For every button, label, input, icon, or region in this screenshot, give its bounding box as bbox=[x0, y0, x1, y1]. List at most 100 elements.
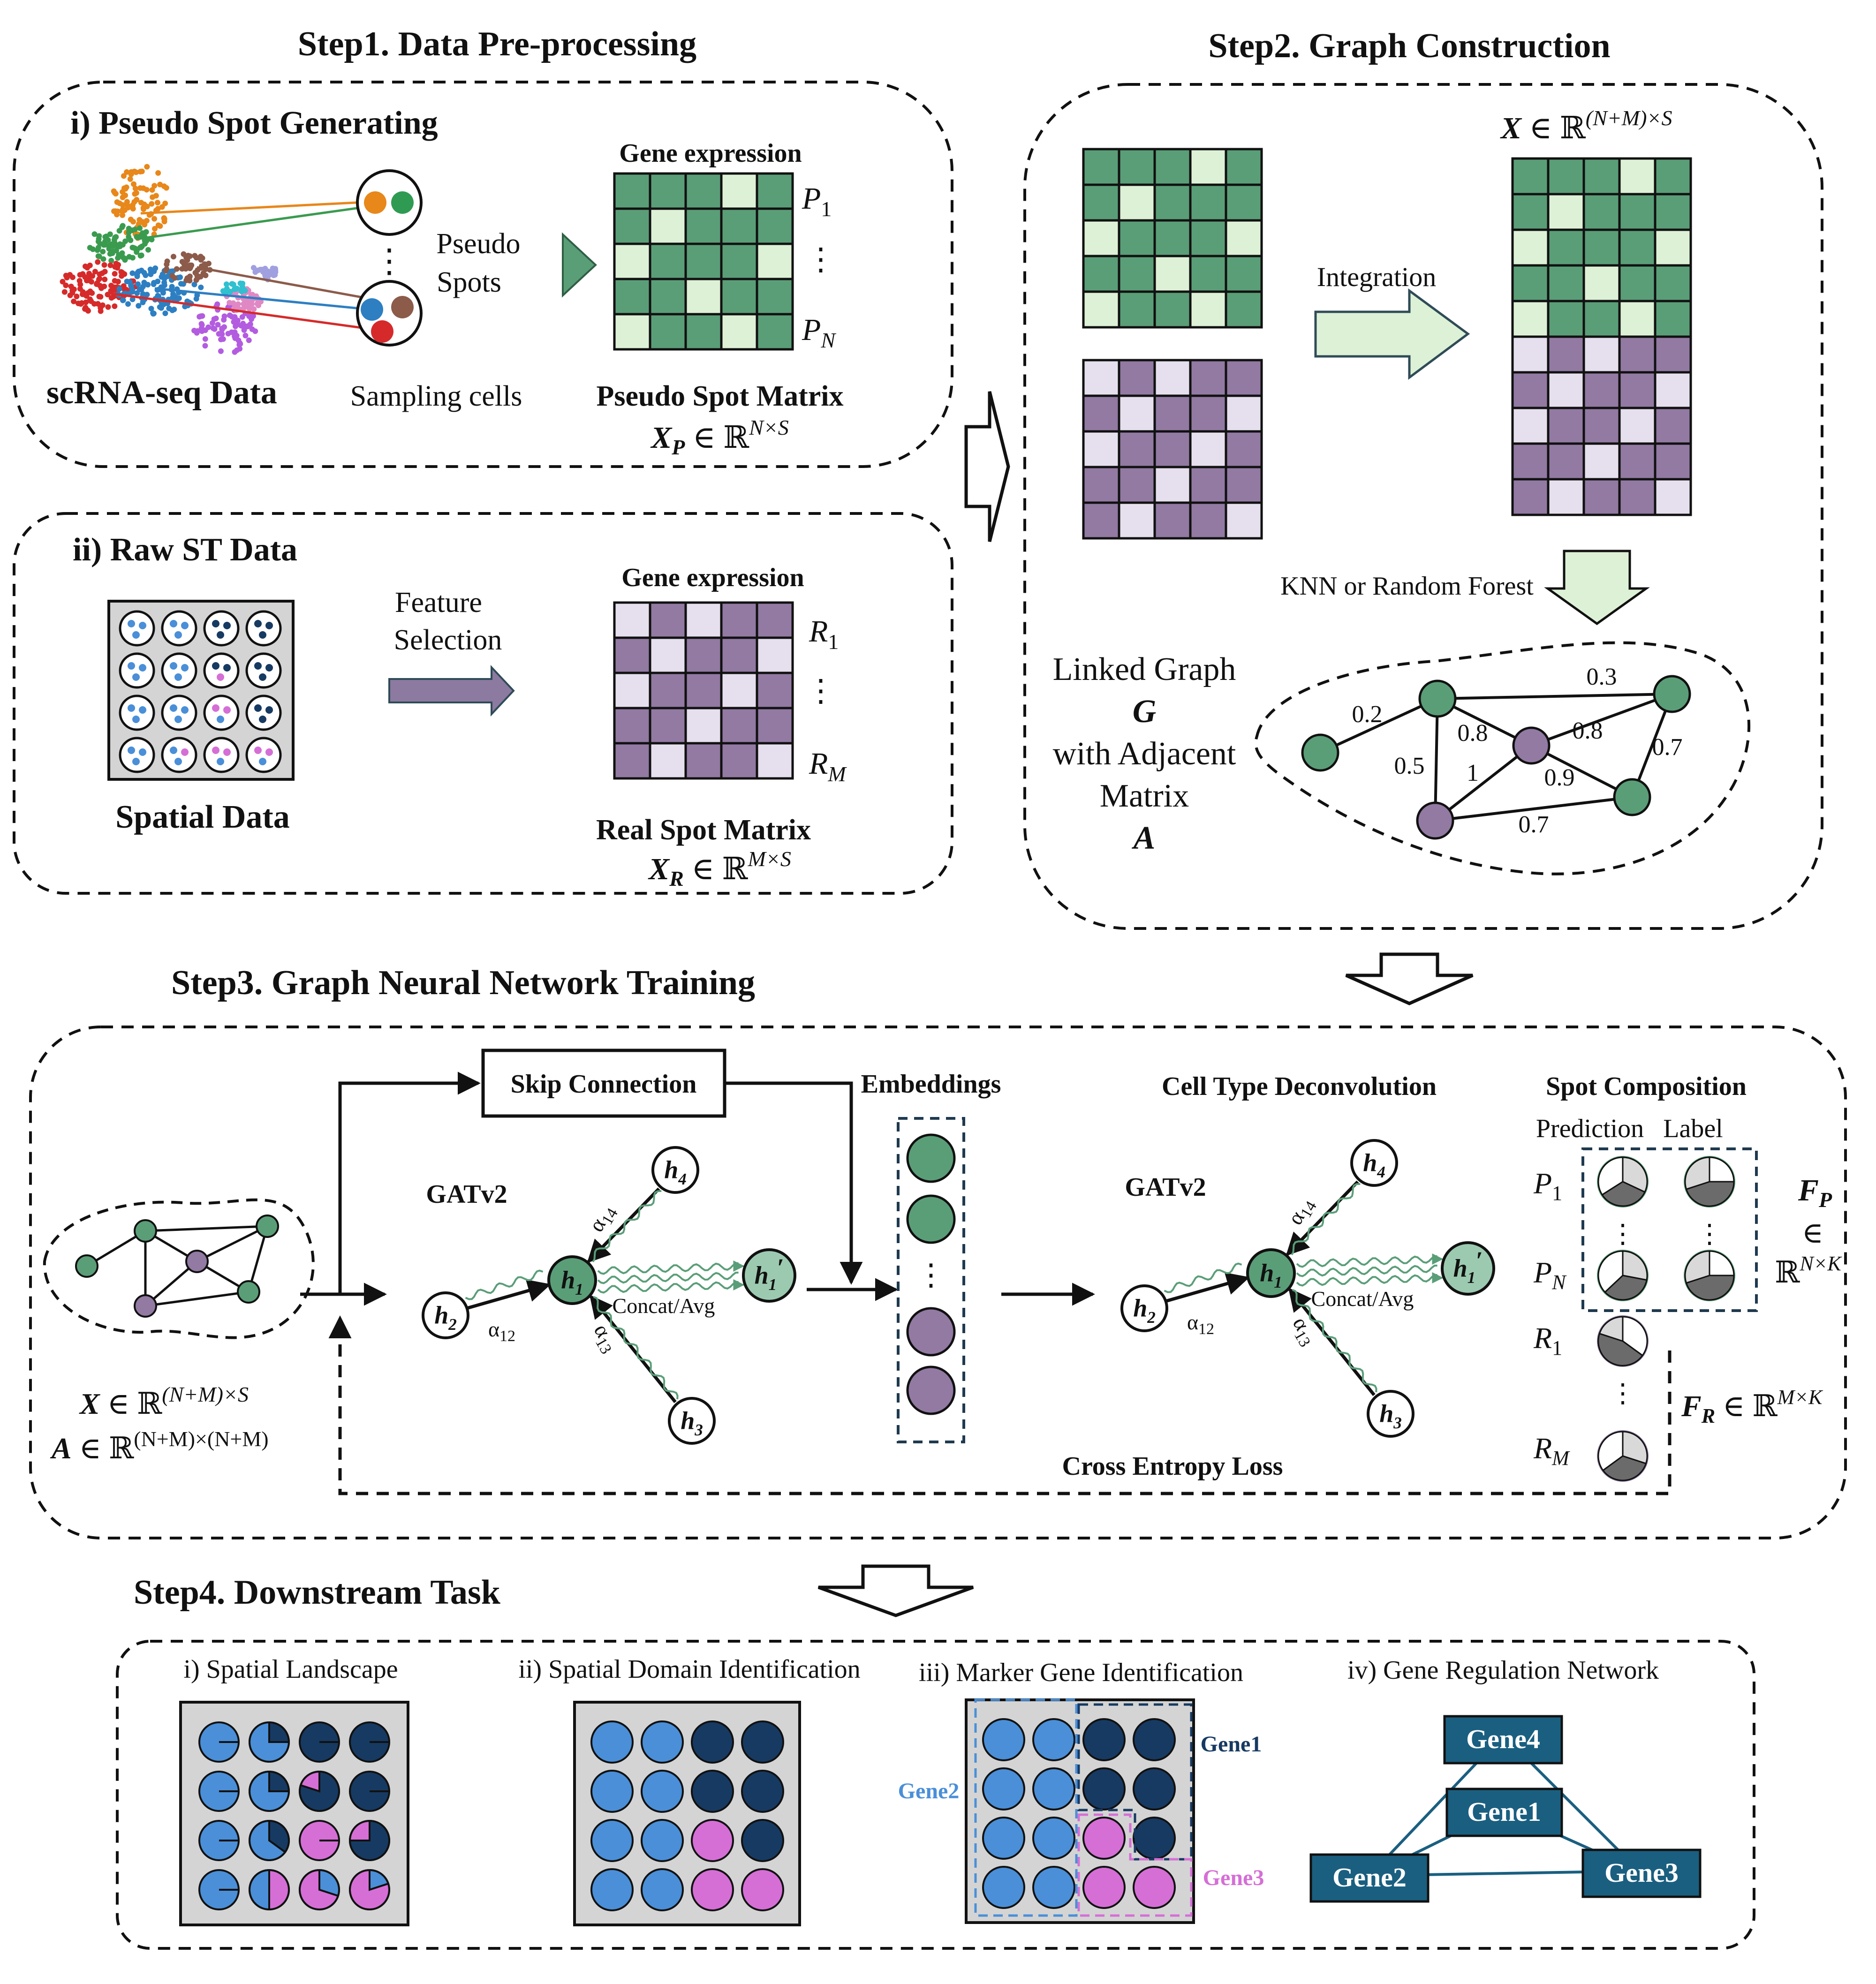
matrix-cell bbox=[1654, 157, 1692, 196]
cell-point bbox=[127, 279, 133, 285]
integration-arrow-icon bbox=[1314, 288, 1470, 380]
pie-slice bbox=[1622, 1250, 1648, 1281]
concat-label: Concat/Avg bbox=[613, 1294, 715, 1318]
prediction-label: Prediction bbox=[1536, 1114, 1644, 1143]
cell-point bbox=[76, 278, 83, 284]
matrix-cell bbox=[1618, 478, 1657, 516]
cell-point bbox=[97, 276, 103, 282]
domain-spot bbox=[982, 1817, 1025, 1860]
matrix-cell bbox=[1618, 300, 1657, 338]
landscape-spot bbox=[249, 1771, 290, 1812]
node-label: h4 bbox=[1363, 1148, 1385, 1181]
cell-point bbox=[140, 185, 146, 191]
matrix-cell bbox=[1153, 466, 1192, 504]
matrix-cell bbox=[1618, 442, 1657, 481]
matrix-cell bbox=[613, 671, 651, 709]
node-h4 bbox=[1350, 1139, 1398, 1187]
cell-point bbox=[164, 261, 170, 267]
domain-spot bbox=[1133, 1866, 1176, 1909]
matrix-cell bbox=[720, 278, 758, 316]
matrix-cell bbox=[1511, 442, 1550, 481]
spot-cell bbox=[259, 758, 266, 765]
linked-graph bbox=[1301, 675, 1691, 840]
matrix-cell bbox=[1153, 290, 1192, 329]
gatv2-label: GATv2 bbox=[1125, 1173, 1206, 1202]
cell-point bbox=[231, 319, 237, 325]
matrix-cell bbox=[1511, 264, 1550, 302]
cell-point bbox=[159, 272, 166, 278]
pie-slice bbox=[1601, 1181, 1646, 1207]
cell-point bbox=[148, 306, 154, 312]
landscape-spot bbox=[249, 1869, 290, 1910]
spot-cell bbox=[259, 631, 266, 639]
landscape-spot bbox=[249, 1820, 290, 1861]
matrix-cell bbox=[684, 278, 723, 316]
cell-point bbox=[121, 173, 127, 179]
cell-point bbox=[185, 277, 191, 283]
cell-point bbox=[202, 261, 208, 267]
fp-space: ℝN×K bbox=[1775, 1252, 1842, 1289]
matrix-cell bbox=[613, 707, 651, 745]
pie-slice bbox=[1598, 1316, 1624, 1343]
attention-wave bbox=[1292, 1289, 1377, 1393]
cell-point bbox=[109, 287, 115, 294]
cell-point bbox=[143, 229, 149, 235]
matrix-cell bbox=[756, 601, 794, 639]
spatial-spot bbox=[245, 694, 282, 731]
feature-selection-arrow-icon bbox=[388, 664, 515, 717]
cell-point bbox=[141, 270, 147, 276]
spatial-spot bbox=[203, 610, 240, 647]
cell-point bbox=[63, 282, 69, 288]
spot-cell bbox=[181, 748, 189, 756]
pseudo-panel bbox=[13, 81, 953, 468]
matrix-cell bbox=[756, 242, 794, 280]
embedding-node bbox=[906, 1133, 956, 1183]
matrix-cell bbox=[720, 601, 758, 639]
loss-feedback-line bbox=[328, 1315, 1672, 1495]
cell-point bbox=[187, 265, 193, 272]
spot-cell bbox=[217, 758, 224, 765]
fp-in: ∈ bbox=[1802, 1217, 1823, 1249]
matrix-cell bbox=[756, 313, 794, 351]
cell-point bbox=[260, 269, 266, 275]
pseudo-spot-1-green bbox=[391, 191, 414, 214]
cell-point bbox=[203, 272, 209, 279]
cell-point bbox=[129, 255, 136, 261]
matrix-cell bbox=[1582, 228, 1621, 267]
spot-cell bbox=[128, 747, 135, 754]
gatv2-label: GATv2 bbox=[426, 1180, 507, 1209]
cell-point bbox=[109, 241, 115, 247]
spot-cell bbox=[170, 620, 177, 627]
cell-point bbox=[83, 299, 89, 305]
cell-point bbox=[131, 181, 137, 187]
matrix-cell bbox=[1547, 442, 1585, 481]
attention-wave bbox=[597, 1262, 739, 1275]
domain-spot bbox=[1082, 1718, 1126, 1761]
cell-point bbox=[233, 323, 239, 329]
cell-point bbox=[151, 216, 158, 222]
pseudo-spot-n-brown bbox=[391, 296, 414, 318]
spot-cell bbox=[212, 662, 219, 670]
matrix-cell bbox=[1654, 335, 1692, 374]
matrix-cell bbox=[1082, 466, 1120, 504]
cell-point bbox=[171, 306, 177, 312]
node-label: h2 bbox=[434, 1301, 457, 1334]
embedding-dots: ⋮ bbox=[916, 1258, 946, 1291]
spot-cell bbox=[132, 673, 140, 681]
matrix-cell bbox=[1189, 219, 1227, 257]
cell-point bbox=[159, 204, 165, 210]
cell-point bbox=[151, 183, 158, 189]
matrix-cell bbox=[1547, 157, 1585, 196]
cell-point bbox=[119, 250, 125, 256]
raw-row-rm: RM bbox=[809, 747, 847, 786]
cell-point bbox=[237, 340, 243, 346]
cell-point bbox=[78, 301, 84, 307]
cell-point bbox=[84, 264, 91, 271]
comp-row-rm: RM bbox=[1533, 1432, 1570, 1470]
cell-point bbox=[157, 181, 163, 188]
integration-label: Integration bbox=[1317, 262, 1436, 292]
pie-slice bbox=[1597, 1156, 1624, 1196]
attention-wave bbox=[597, 1271, 739, 1284]
matrix-cell bbox=[1118, 430, 1156, 468]
cell-point bbox=[155, 170, 161, 176]
